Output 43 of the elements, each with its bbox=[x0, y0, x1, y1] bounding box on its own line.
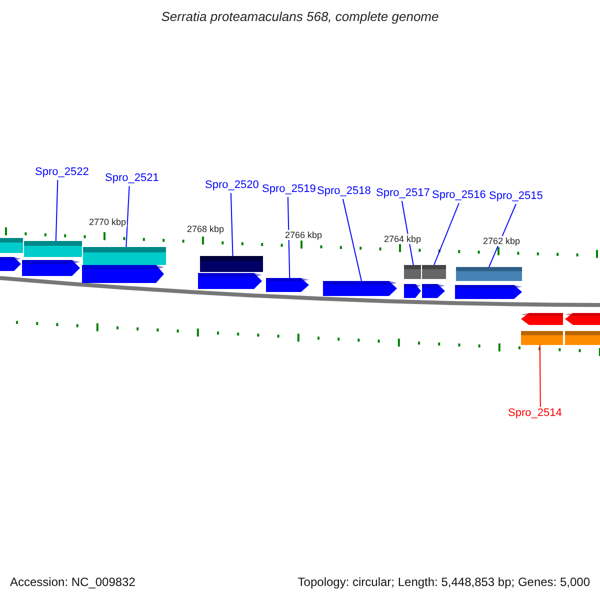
gene-feature bbox=[422, 284, 445, 298]
gene-feature bbox=[0, 238, 23, 253]
coordinate-label: 2764 kbp bbox=[383, 234, 422, 244]
gene-feature bbox=[521, 331, 563, 345]
leader-line bbox=[126, 186, 130, 248]
gene-feature bbox=[82, 265, 164, 283]
gene-feature bbox=[0, 257, 21, 271]
gene-label: Spro_2518 bbox=[317, 185, 371, 197]
gene-feature bbox=[565, 331, 600, 345]
gene-label: Spro_2522 bbox=[35, 166, 89, 178]
gene-feature bbox=[521, 313, 563, 325]
leader-line bbox=[230, 192, 234, 256]
leader-line bbox=[342, 198, 362, 282]
footer-text: Accession: NC_009832 bbox=[10, 575, 136, 589]
gene-label: Spro_2521 bbox=[105, 172, 159, 184]
coordinate-label: 2766 kbp bbox=[284, 230, 324, 240]
leader-line bbox=[539, 344, 541, 408]
gene-label: Spro_2516 bbox=[432, 189, 486, 201]
leader-line bbox=[434, 202, 460, 266]
leader-line bbox=[55, 180, 58, 242]
gene-label: Spro_2519 bbox=[262, 183, 316, 195]
coordinate-label: 2768 kbp bbox=[186, 224, 226, 234]
gene-feature bbox=[266, 278, 309, 292]
title: Serratia proteamaculans 568, complete genome bbox=[161, 9, 439, 24]
gene-feature bbox=[24, 241, 82, 257]
coordinate-label: 2762 kbp bbox=[482, 236, 522, 246]
gene-label: Spro_2515 bbox=[489, 190, 543, 202]
gene-feature bbox=[455, 285, 522, 299]
gene-label: Spro_2520 bbox=[205, 179, 259, 191]
gene-feature bbox=[404, 284, 421, 298]
coordinate-label: 2770 kbp bbox=[88, 217, 128, 227]
gene-feature bbox=[200, 256, 263, 272]
gene-label: Spro_2514 bbox=[508, 407, 562, 419]
gene-feature bbox=[404, 265, 421, 279]
gene-feature bbox=[422, 265, 446, 279]
gene-feature bbox=[198, 273, 262, 289]
gene-feature bbox=[565, 313, 600, 325]
footer-text: Topology: circular; Length: 5,448,853 bp; Genes: 5,000 bbox=[298, 575, 590, 589]
gene-feature bbox=[456, 267, 522, 281]
gene-feature bbox=[83, 247, 166, 265]
gene-label: Spro_2517 bbox=[376, 187, 430, 199]
leader-line bbox=[287, 196, 290, 278]
gene-feature bbox=[323, 281, 397, 296]
